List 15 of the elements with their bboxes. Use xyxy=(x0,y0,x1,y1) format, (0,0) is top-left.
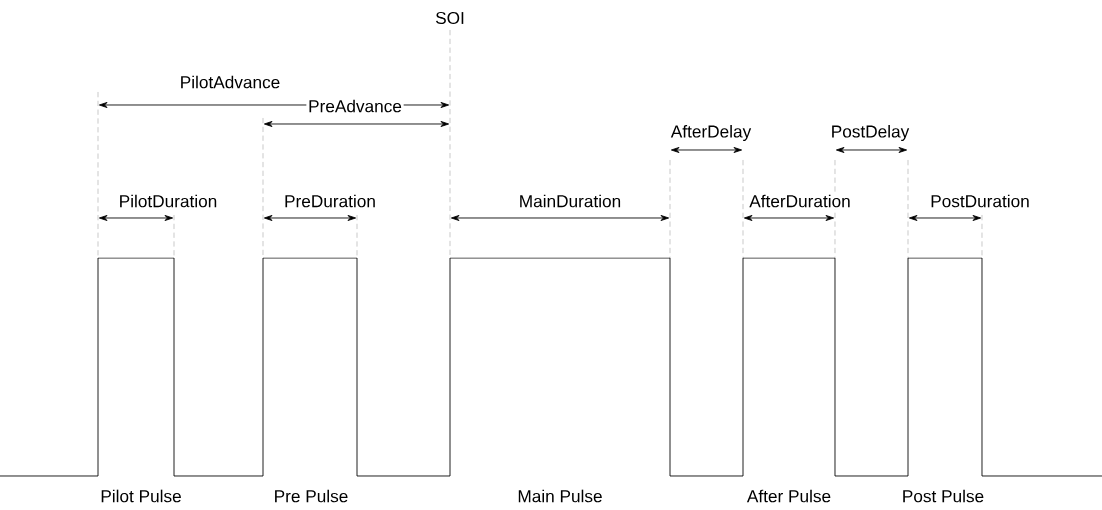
pulse-label: After Pulse xyxy=(745,487,833,505)
pulse-label: Pre Pulse xyxy=(271,487,351,505)
pulse-label: Main Pulse xyxy=(515,487,605,505)
dimension-label: PilotAdvance xyxy=(178,73,282,91)
marker-label: SOI xyxy=(433,10,467,26)
dimension-label: MainDuration xyxy=(517,192,623,210)
pulse-label: Post Pulse xyxy=(900,487,986,505)
dimension-label: PostDuration xyxy=(928,192,1032,210)
dimension-label: PreAdvance xyxy=(306,97,404,115)
dimension-label: PostDelay xyxy=(829,123,911,143)
dimension-label: AfterDelay xyxy=(669,123,753,143)
dimension-label: PilotDuration xyxy=(116,192,220,210)
dimension-label: AfterDuration xyxy=(747,192,853,210)
dimension-label: PreDuration xyxy=(282,192,378,210)
pulse-label: Pilot Pulse xyxy=(98,487,184,505)
